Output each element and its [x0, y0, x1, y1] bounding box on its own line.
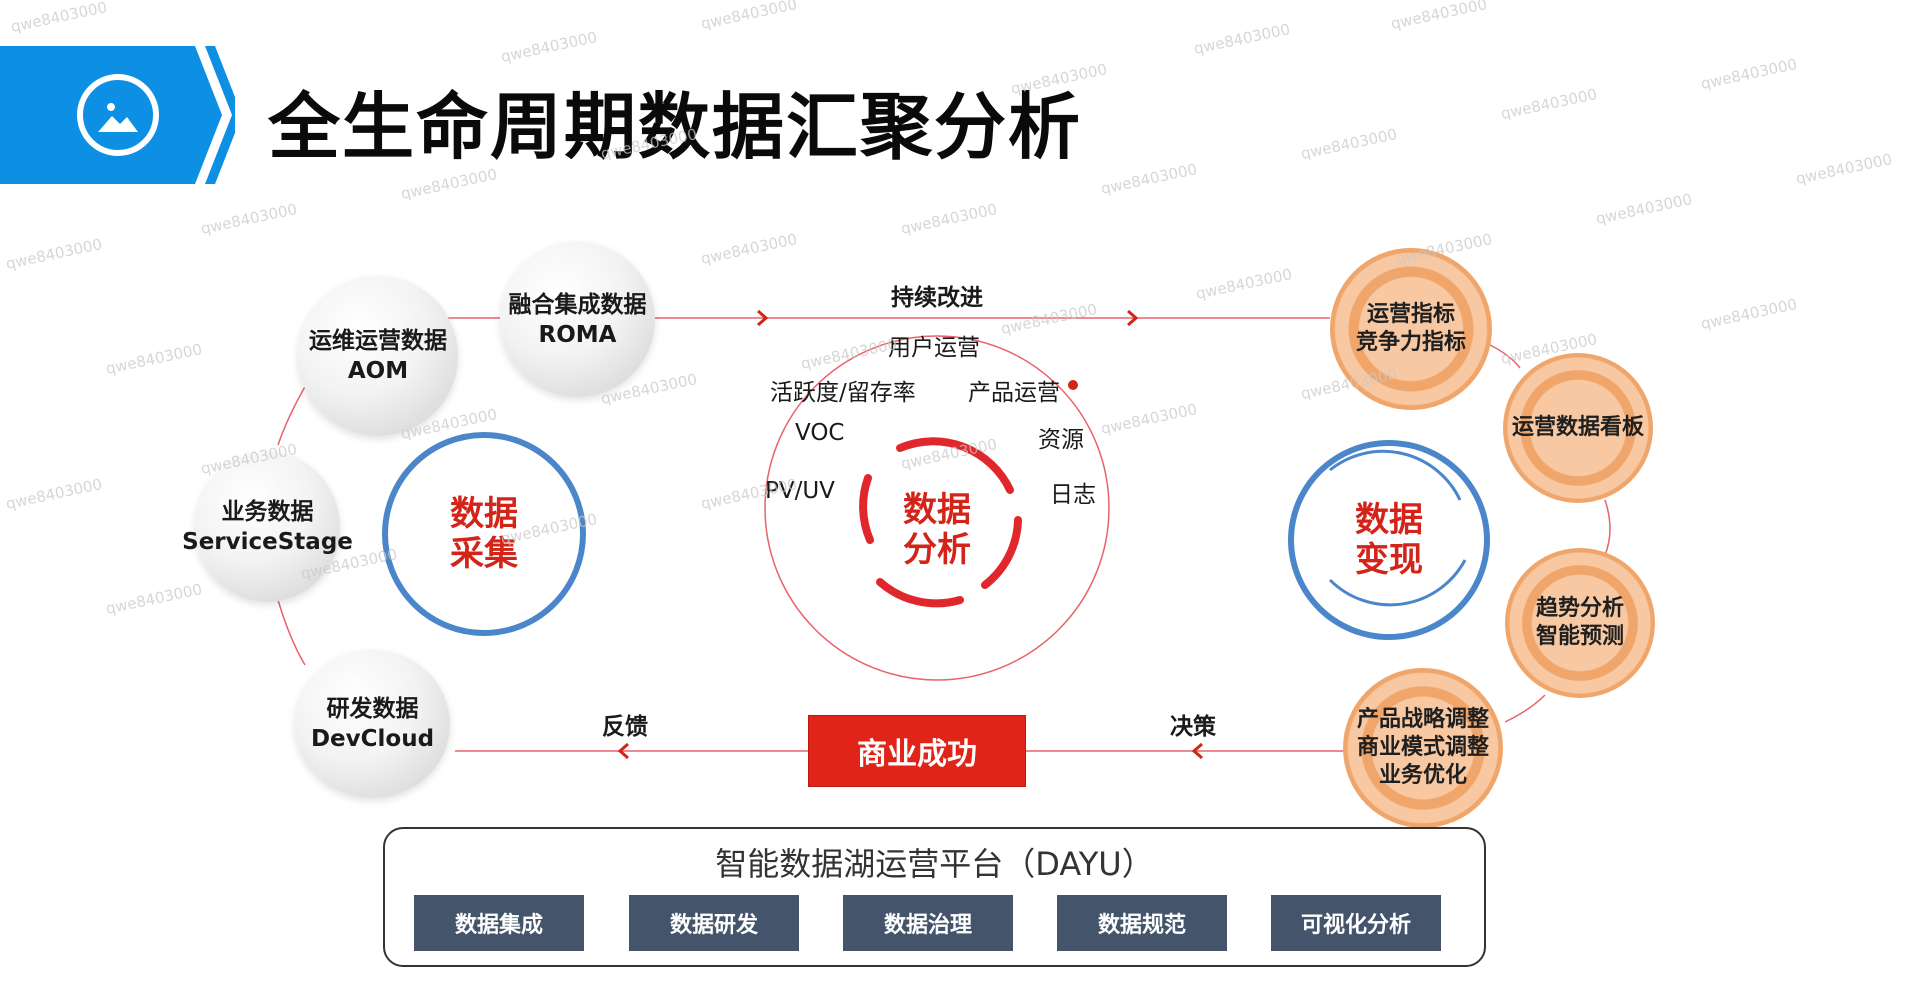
platform-panel: 智能数据湖运营平台（DAYU） 数据集成 数据研发 数据治理 数据规范 可视化分…: [383, 827, 1486, 967]
collect-line1: 数据: [450, 494, 518, 534]
monetize-line2: 变现: [1355, 540, 1423, 580]
analysis-line1: 数据: [903, 490, 971, 530]
monetize-circle: 数据 变现: [1288, 440, 1490, 640]
analysis-item: 产品运营: [968, 380, 1060, 406]
analysis-line2: 分析: [903, 530, 971, 570]
source-system: DevCloud: [310, 726, 435, 752]
feedback-label: 反馈: [602, 714, 648, 740]
source-system: ServiceStage: [182, 529, 353, 555]
image-icon: [96, 96, 140, 136]
decision-label: 决策: [1170, 714, 1216, 740]
outcome-line: 商业模式调整: [1356, 735, 1489, 760]
analysis-item: 资源: [1038, 427, 1084, 453]
source-label: 运维运营数据: [309, 328, 447, 354]
outcome-line: 业务优化: [1378, 763, 1467, 788]
outcome-line: 智能预测: [1535, 624, 1624, 649]
monetize-line1: 数据: [1355, 500, 1423, 540]
platform-title: 智能数据湖运营平台（DAYU）: [715, 845, 1154, 883]
tool-data-governance: 数据治理: [843, 895, 1013, 951]
tool-data-integration: 数据集成: [414, 895, 584, 951]
collect-circle: 数据 采集: [382, 432, 586, 636]
source-ball-devcloud: 研发数据 DevCloud: [295, 650, 450, 798]
outcome-line: 竞争力指标: [1355, 330, 1466, 355]
tool-data-standards: 数据规范: [1057, 895, 1227, 951]
tool-visual-analytics: 可视化分析: [1271, 895, 1441, 951]
analysis-item: 日志: [1050, 482, 1096, 508]
source-system: AOM: [347, 358, 409, 384]
source-ball-roma: 融合集成数据 ROMA: [500, 242, 655, 397]
outcome-line: 运营指标: [1366, 302, 1455, 327]
source-ball-aom: 运维运营数据 AOM: [298, 276, 458, 436]
page-title: 全生命周期数据汇聚分析: [268, 85, 1083, 169]
source-label: 业务数据: [221, 499, 314, 525]
analysis-item: PV/UV: [765, 478, 835, 504]
outcome-line: 产品战略调整: [1356, 707, 1489, 732]
outcome-ball: 运营指标 竞争力指标: [1330, 248, 1492, 410]
analysis-item: 用户运营: [888, 335, 980, 361]
tool-data-development: 数据研发: [629, 895, 799, 951]
source-ball-servicestage: 业务数据 ServiceStage: [182, 452, 353, 602]
improve-label: 持续改进: [891, 285, 983, 311]
analysis-title: 数据 分析: [887, 490, 987, 570]
title-banner: [0, 46, 242, 184]
analysis-item: VOC: [795, 420, 845, 446]
source-label: 研发数据: [326, 696, 419, 722]
outcome-ball: 运营数据看板: [1503, 353, 1653, 503]
outcome-line: 运营数据看板: [1511, 415, 1644, 440]
business-success-box: 商业成功: [808, 715, 1026, 787]
outcome-ball: 趋势分析 智能预测: [1505, 548, 1655, 698]
source-system: ROMA: [538, 321, 617, 348]
outcome-ball: 产品战略调整 商业模式调整 业务优化: [1343, 668, 1503, 828]
analysis-item: 活跃度/留存率: [770, 380, 916, 406]
banner-shape: [0, 46, 242, 184]
source-label: 融合集成数据: [508, 291, 647, 318]
collect-line2: 采集: [450, 534, 518, 574]
outcome-line: 趋势分析: [1535, 596, 1624, 621]
